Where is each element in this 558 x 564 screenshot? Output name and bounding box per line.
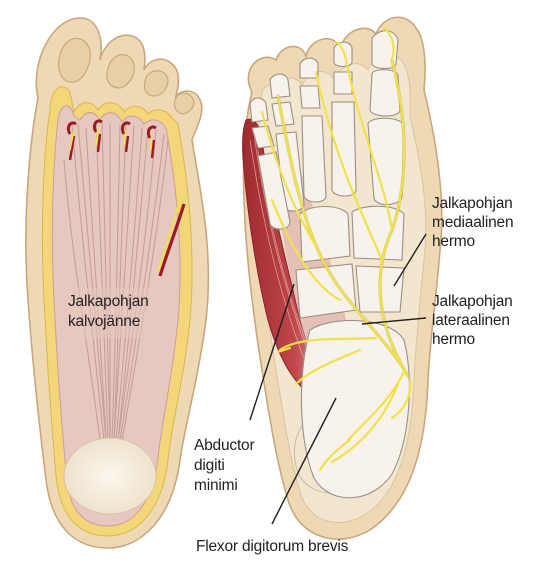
left-foot	[26, 18, 208, 548]
label-medial-plantar-nerve: Jalkapohjan mediaalinen hermo	[432, 195, 518, 250]
label-abductor-digiti-minimi: Abductor digiti minimi	[194, 437, 259, 494]
heel-pad	[64, 438, 156, 514]
label-lateral-plantar-nerve: Jalkapohjan lateraalinen hermo	[432, 293, 517, 348]
label-flexor-digitorum-brevis: Flexor digitorum brevis	[196, 538, 349, 555]
right-foot	[243, 17, 442, 539]
